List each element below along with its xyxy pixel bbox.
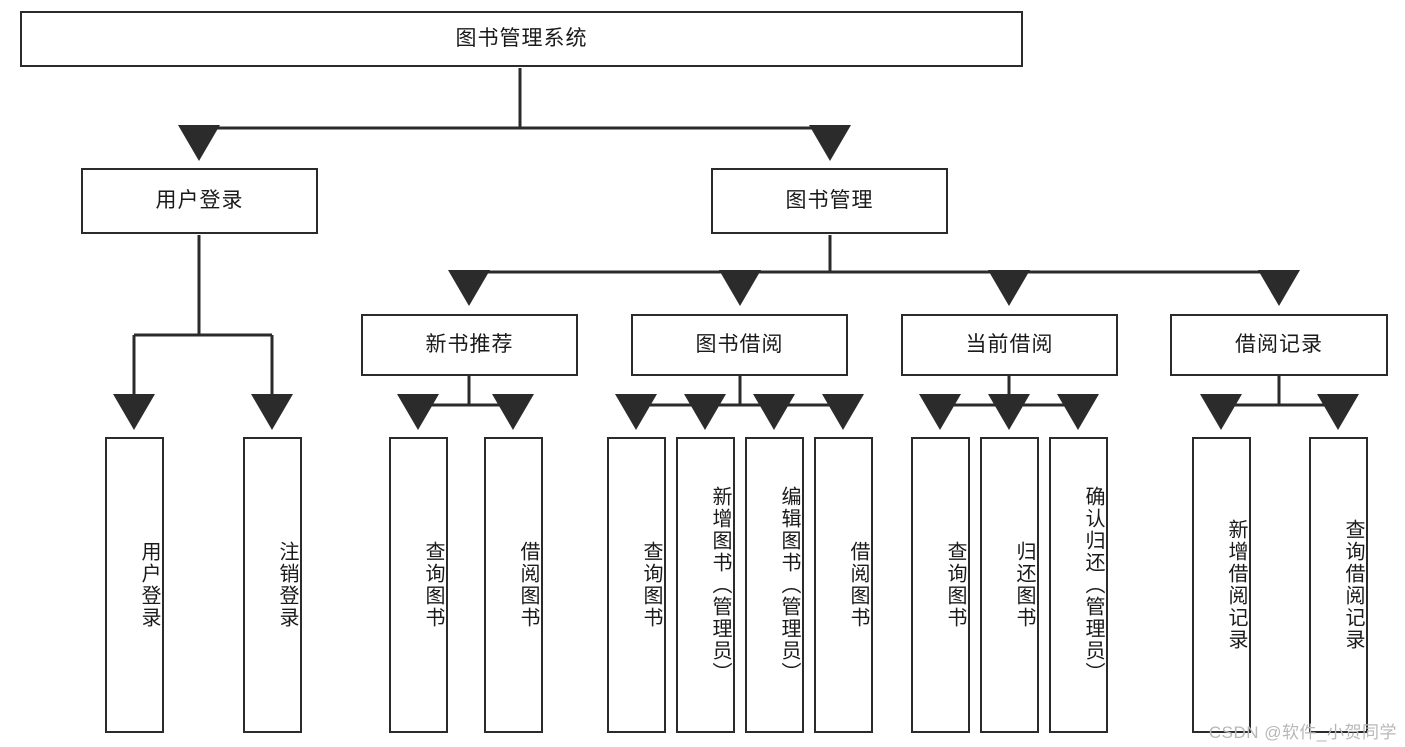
- leaf-current-borrow-query-book[interactable]: 查询图书: [911, 437, 970, 733]
- node-label: 确认归还（管理员）: [1082, 486, 1104, 684]
- leaf-book-borrow-query-book[interactable]: 查询图书: [607, 437, 666, 733]
- node-label: 查询图书: [422, 541, 444, 629]
- leaf-current-borrow-confirm-return-admin[interactable]: 确认归还（管理员）: [1049, 437, 1108, 733]
- leaf-new-book-borrow-book[interactable]: 借阅图书: [484, 437, 543, 733]
- node-label: 编辑图书（管理员）: [778, 486, 800, 684]
- node-label: 借阅记录: [1235, 333, 1323, 357]
- node-label: 图书管理系统: [455, 27, 588, 51]
- leaf-book-borrow-edit-book-admin[interactable]: 编辑图书（管理员）: [745, 437, 804, 733]
- leaf-book-borrow-add-book-admin[interactable]: 新增图书（管理员）: [676, 437, 735, 733]
- node-label: 查询借阅记录: [1342, 519, 1364, 651]
- node-label: 借阅图书: [847, 541, 869, 629]
- node-label: 用户登录: [155, 189, 244, 213]
- leaf-user-login-logout[interactable]: 注销登录: [243, 437, 302, 733]
- node-current-borrow[interactable]: 当前借阅: [901, 314, 1118, 376]
- leaf-current-borrow-return-book[interactable]: 归还图书: [980, 437, 1039, 733]
- csdn-watermark: CSDN @软件_小贺同学: [1208, 723, 1397, 742]
- node-borrow-record[interactable]: 借阅记录: [1170, 314, 1388, 376]
- node-label: 当前借阅: [965, 333, 1054, 357]
- leaf-new-book-query-book[interactable]: 查询图书: [389, 437, 448, 733]
- node-label: 用户登录: [138, 541, 160, 629]
- node-book-borrow[interactable]: 图书借阅: [631, 314, 848, 376]
- node-label: 查询图书: [640, 541, 662, 629]
- node-label: 图书管理: [785, 189, 874, 213]
- leaf-borrow-record-query-record[interactable]: 查询借阅记录: [1309, 437, 1368, 733]
- node-book-management[interactable]: 图书管理: [711, 168, 948, 234]
- node-user-login[interactable]: 用户登录: [81, 168, 318, 234]
- node-label: 新增图书（管理员）: [709, 486, 731, 684]
- node-label: 注销登录: [276, 541, 298, 629]
- node-new-book-recommend[interactable]: 新书推荐: [361, 314, 578, 376]
- node-label: 查询图书: [944, 541, 966, 629]
- node-label: 新增借阅记录: [1225, 519, 1247, 651]
- node-label: 图书借阅: [695, 333, 784, 357]
- leaf-book-borrow-borrow-book[interactable]: 借阅图书: [814, 437, 873, 733]
- node-root-book-management-system[interactable]: 图书管理系统: [20, 11, 1023, 67]
- node-label: 归还图书: [1013, 541, 1035, 629]
- node-label: 借阅图书: [517, 541, 539, 629]
- leaf-user-login-login[interactable]: 用户登录: [105, 437, 164, 733]
- leaf-borrow-record-add-record[interactable]: 新增借阅记录: [1192, 437, 1251, 733]
- node-label: 新书推荐: [425, 333, 514, 357]
